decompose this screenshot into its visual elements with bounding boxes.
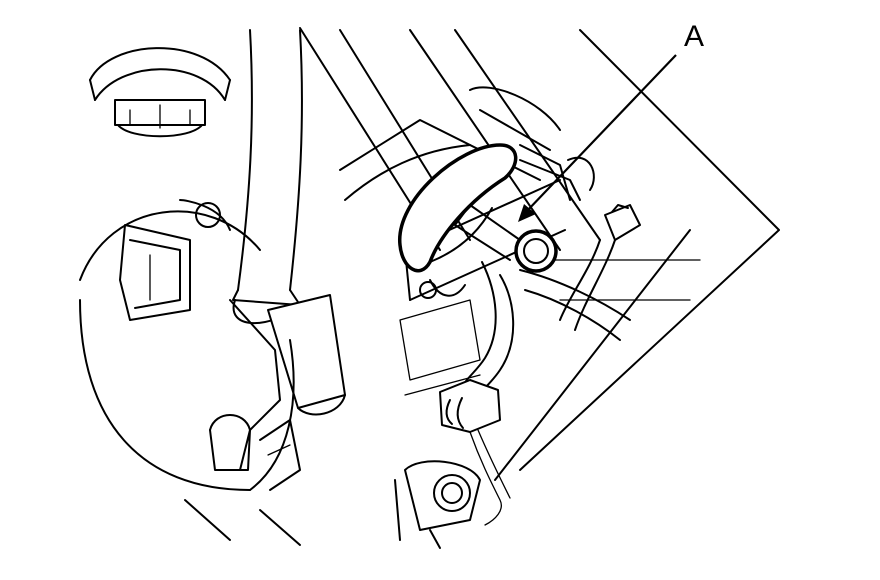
harness-connector [439,379,511,526]
lower-hose [461,261,631,401]
vertical-hose [232,29,346,416]
callout-arrowhead [518,204,536,222]
mounting-bracket [179,199,301,546]
callout-a-leader [518,54,677,222]
reservoir-cap [89,47,231,138]
connector-tube [454,156,595,273]
curved-hose [398,143,518,273]
callout-label-a: A [684,20,705,53]
round-housing [79,210,295,491]
hose-clip [559,204,641,331]
lower-bolt [394,460,481,549]
